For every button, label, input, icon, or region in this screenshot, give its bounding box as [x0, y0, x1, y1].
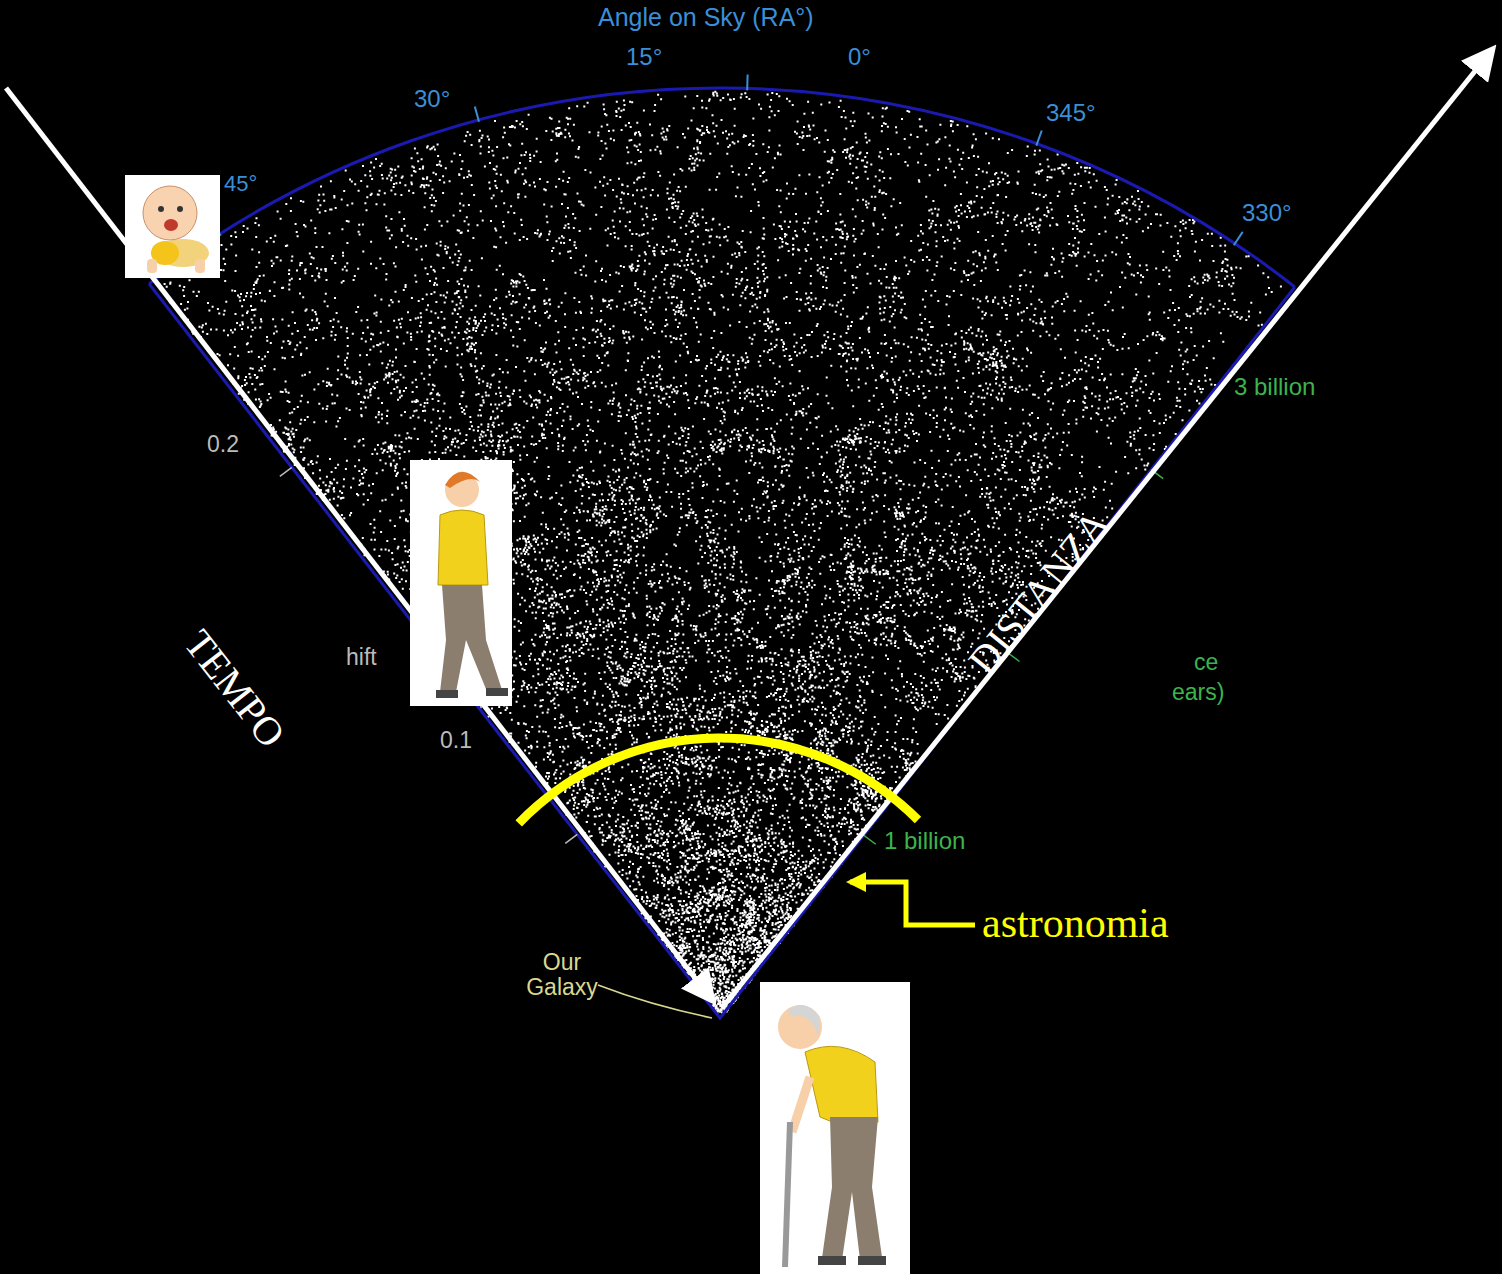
ra-tick [1036, 131, 1041, 146]
time-arrow [6, 88, 712, 1000]
redshift-tick-label: 0.2 [207, 432, 239, 457]
distance-tick-label: 3 billion [1234, 374, 1315, 400]
ra-tick-label: 0° [848, 44, 871, 70]
redshift-tick-label: 0.1 [440, 728, 472, 753]
wedge-outline [149, 74, 1295, 1018]
galaxy-label: Our Galaxy [512, 950, 612, 1001]
galaxy-points [158, 91, 1282, 1015]
axis-title: Angle on Sky (RA°) [598, 4, 814, 32]
ra-tick-label: 330° [1242, 200, 1292, 226]
young-man-figure [410, 460, 512, 706]
old-man-figure [760, 982, 910, 1274]
distance-arrow [722, 50, 1492, 1008]
galaxy-points [158, 91, 1282, 1015]
wedge-arc [149, 88, 1295, 287]
ra-tick-label: 30° [414, 86, 450, 112]
galaxy-pointer [598, 985, 712, 1018]
redshift-tick [565, 834, 577, 843]
distance-tick [864, 835, 876, 844]
axis-fragment: ears) [1172, 680, 1224, 705]
callout-label: astronomia [982, 900, 1169, 946]
time-axis-label: TEMPO [175, 622, 293, 756]
axis-fragment: ce [1194, 650, 1218, 675]
distance-axis-label: DISTANZA [960, 502, 1118, 683]
ra-tick [475, 106, 479, 121]
ra-tick [746, 74, 748, 90]
astronomy-arc [519, 738, 918, 823]
ra-tick-label: 345° [1046, 100, 1096, 126]
ra-tick [1234, 232, 1243, 245]
baby-figure [125, 175, 220, 278]
callout-leader [850, 882, 975, 925]
redshift-tick [280, 467, 292, 476]
ra-tick-label: 15° [626, 44, 662, 70]
ra-tick-label: 45° [224, 172, 257, 196]
wedge-edges [149, 284, 1295, 1018]
axis-fragment: hift [346, 645, 377, 670]
distance-tick-label: 1 billion [884, 828, 965, 854]
